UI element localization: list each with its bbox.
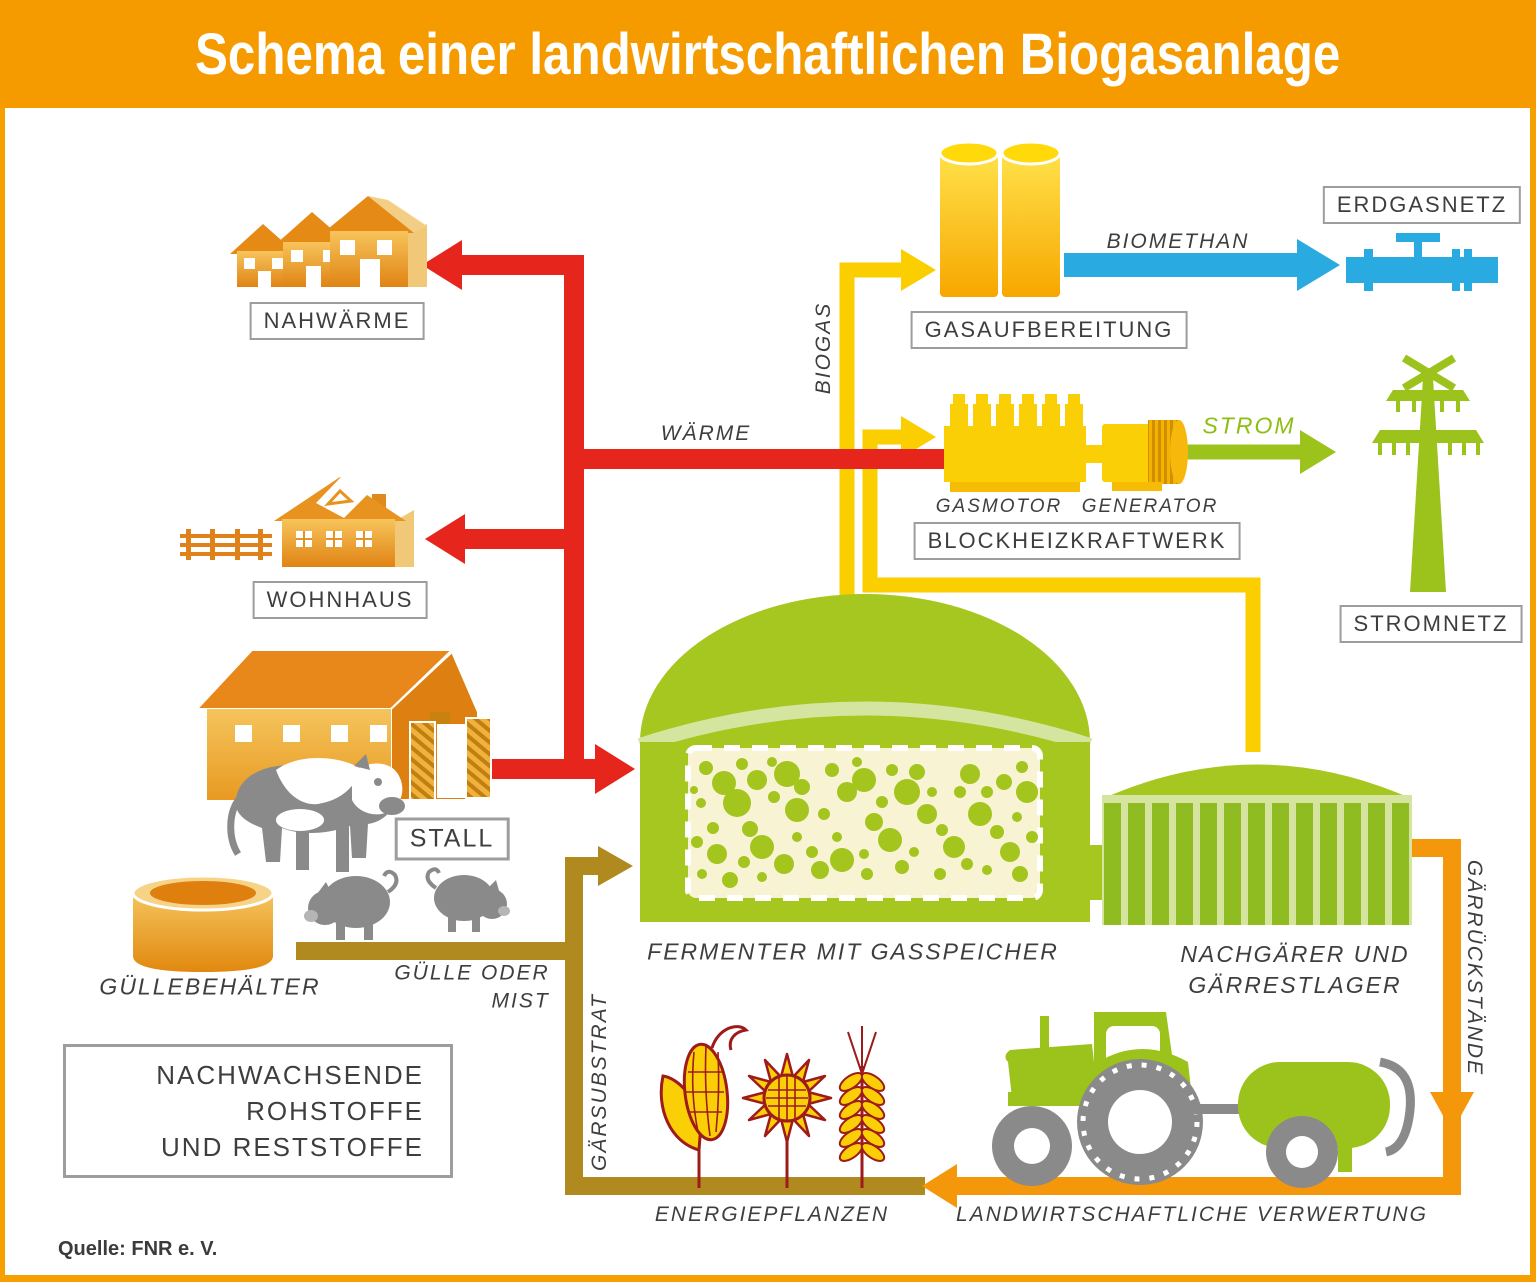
power-pylon-icon xyxy=(1372,354,1484,592)
pig-icon xyxy=(425,867,510,932)
residue-flow-line xyxy=(955,839,1461,1195)
fermenter-caption: FERMENTER MIT GASSPEICHER xyxy=(647,938,1059,965)
nachgaerer-line2: GÄRRESTLAGER xyxy=(1188,972,1402,998)
nahwaerme-label: NAHWÄRME xyxy=(249,302,425,340)
substrate-arrowhead xyxy=(598,846,633,886)
slurry-tank-icon xyxy=(131,874,275,972)
verwertung-caption: LANDWIRTSCHAFTLICHE VERWERTUNG xyxy=(956,1202,1428,1226)
erdgasnetz-label: ERDGASNETZ xyxy=(1322,186,1522,224)
nachgaerer-caption: NACHGÄRER UND GÄRRESTLAGER xyxy=(1180,939,1409,1001)
heat-arrowhead-wohnhaus xyxy=(425,514,465,564)
generator-caption: GENERATOR xyxy=(1081,496,1219,518)
gas-engine-icon xyxy=(944,394,1086,492)
blockheizkraftwerk-label: BLOCKHEIZKRAFTWERK xyxy=(913,522,1241,560)
residue-arrowhead-down xyxy=(1430,1092,1474,1132)
rohstoffe-line2: UND RESTSTOFFE xyxy=(161,1132,424,1162)
guelle-line1: GÜLLE ODER xyxy=(394,961,550,985)
biogas-flow-label: BIOGAS xyxy=(811,301,835,395)
cow-icon xyxy=(227,754,405,872)
heat-arrowhead-houses xyxy=(422,240,462,290)
frame-right-edge xyxy=(1530,108,1536,1282)
rohstoffe-line1: NACHWACHSENDE ROHSTOFFE xyxy=(156,1060,424,1126)
residue-arrowhead-left xyxy=(922,1164,957,1208)
stromnetz-label: STROMNETZ xyxy=(1339,605,1523,643)
rohstoffe-label-box: NACHWACHSENDE ROHSTOFFE UND RESTSTOFFE xyxy=(63,1044,453,1178)
sunflower-icon xyxy=(741,1052,833,1188)
biogas-flow-lines xyxy=(839,262,1261,752)
gasaufbereitung-label: GASAUFBEREITUNG xyxy=(910,311,1188,349)
title-banner: Schema einer landwirtschaftlichen Biogas… xyxy=(0,0,1536,108)
gaerrueckstaende-flow-label: GÄRRÜCKSTÄNDE xyxy=(1463,859,1487,1077)
nachgaerer-line1: NACHGÄRER UND xyxy=(1180,940,1410,967)
houses-icon xyxy=(230,196,427,287)
gaersubstrat-flow-label: GÄRSUBSTRAT xyxy=(587,993,611,1171)
strom-arrowhead xyxy=(1300,430,1336,474)
wohnhaus-icon xyxy=(180,477,414,567)
pig-icon xyxy=(304,869,399,940)
fermenter-icon xyxy=(637,594,1108,922)
guellebehaelter-caption: GÜLLEBEHÄLTER xyxy=(99,973,321,1000)
frame-bottom-edge xyxy=(0,1275,1536,1282)
wheat-icon xyxy=(838,1026,886,1188)
heat-arrowhead-fermenter xyxy=(595,744,635,794)
guelle-flow-label: GÜLLE ODER MIST xyxy=(394,960,549,1017)
biogas-arrowhead-engine xyxy=(901,416,936,458)
corn-plant-icon xyxy=(659,1025,750,1188)
nachgaerer-icon xyxy=(1102,764,1412,925)
biomethan-flow-label: BIOMETHAN xyxy=(1106,229,1250,253)
biogas-arrowhead-top xyxy=(901,249,936,291)
tractor-icon xyxy=(992,1012,1415,1188)
generator-icon xyxy=(1086,420,1188,491)
wohnhaus-label: WOHNHAUS xyxy=(252,581,428,619)
waerme-flow-label: WÄRME xyxy=(660,421,752,445)
gas-processing-tanks-icon xyxy=(938,140,1062,297)
frame-left-edge xyxy=(0,108,5,1282)
energiepflanzen-caption: ENERGIEPFLANZEN xyxy=(654,1202,890,1226)
biomethan-arrowhead xyxy=(1297,239,1340,291)
fermenter-bubbles xyxy=(690,757,1038,888)
page-title: Schema einer landwirtschaftlichen Biogas… xyxy=(195,21,1341,87)
source-credit: Quelle: FNR e. V. xyxy=(58,1238,218,1260)
substrate-flow-line xyxy=(296,857,925,1195)
gasmotor-caption: GASMOTOR xyxy=(935,496,1063,518)
strom-flow-label: STROM xyxy=(1202,412,1296,439)
guelle-line2: MIST xyxy=(491,990,550,1013)
stall-label: STALL xyxy=(394,817,510,861)
gas-pipe-icon xyxy=(1346,233,1498,291)
